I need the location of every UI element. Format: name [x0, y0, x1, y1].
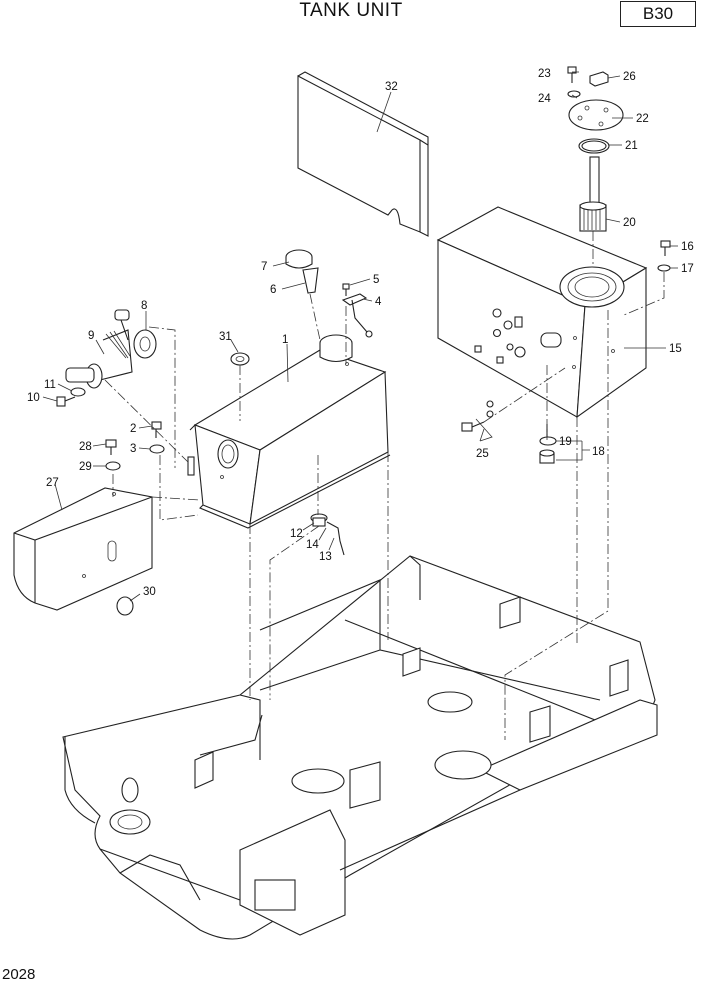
callout-5: 5	[373, 274, 379, 286]
page-title: TANK UNIT	[299, 0, 403, 21]
callout-30: 30	[143, 586, 156, 598]
part-16-17-bolt-washer	[657, 240, 671, 272]
part-31-washer-hole	[235, 356, 245, 362]
callout-25: 25	[476, 448, 489, 460]
callout-19: 19	[559, 436, 572, 448]
callout-13: 13	[319, 551, 332, 563]
callout-11: 11	[44, 379, 56, 391]
part-2-3-bolt-washer	[149, 421, 165, 454]
callout-10: 10	[27, 392, 40, 404]
upper-frame	[62, 555, 658, 940]
part-8-9-fuel-sender	[56, 309, 157, 407]
part-4-5-bracket	[341, 283, 373, 338]
callout-32: 32	[385, 81, 398, 93]
callout-16: 16	[681, 241, 694, 253]
callout-18: 18	[592, 446, 605, 458]
exploded-guide-lines	[104, 231, 665, 740]
callout-29: 29	[79, 461, 92, 473]
page-code-box: B30	[620, 1, 696, 27]
callout-3: 3	[130, 443, 136, 455]
callout-27: 27	[46, 477, 59, 489]
callout-14: 14	[306, 539, 319, 551]
callout-24: 24	[538, 93, 551, 105]
part-25-bolts	[461, 400, 494, 432]
filter-assembly	[567, 66, 624, 232]
callout-labels: 32 23 26 24 22 21 20 16 17 15 19 18 25 7…	[27, 68, 694, 598]
callout-15: 15	[669, 343, 682, 355]
part-7-fuel-cap	[285, 249, 319, 294]
page-number: 2028	[2, 966, 36, 983]
part-31-washer	[230, 352, 250, 366]
callout-28: 28	[79, 441, 92, 453]
part-28-29-bolt-washer	[105, 439, 121, 471]
callout-1: 1	[282, 334, 288, 346]
callout-22: 22	[636, 113, 649, 125]
callout-9: 9	[88, 330, 94, 342]
callout-21: 21	[625, 140, 638, 152]
callout-8: 8	[141, 300, 147, 312]
part-27-guard-cover	[13, 487, 153, 611]
part-15-hydraulic-tank	[436, 206, 648, 419]
callout-6: 6	[270, 284, 276, 296]
callout-4: 4	[375, 296, 382, 308]
callout-31: 31	[219, 331, 232, 343]
callout-12: 12	[290, 528, 303, 540]
callout-17: 17	[681, 263, 694, 275]
part-18-19-fitting	[539, 424, 557, 464]
leader-lines	[42, 71, 678, 602]
callout-20: 20	[623, 217, 636, 229]
part-32-cover-plate	[297, 71, 429, 237]
callout-23: 23	[538, 68, 551, 80]
part-30-grommet	[116, 596, 134, 616]
callout-2: 2	[130, 423, 136, 435]
callout-7: 7	[261, 261, 267, 273]
callout-26: 26	[623, 71, 636, 83]
part-1-fuel-tank	[187, 334, 391, 529]
